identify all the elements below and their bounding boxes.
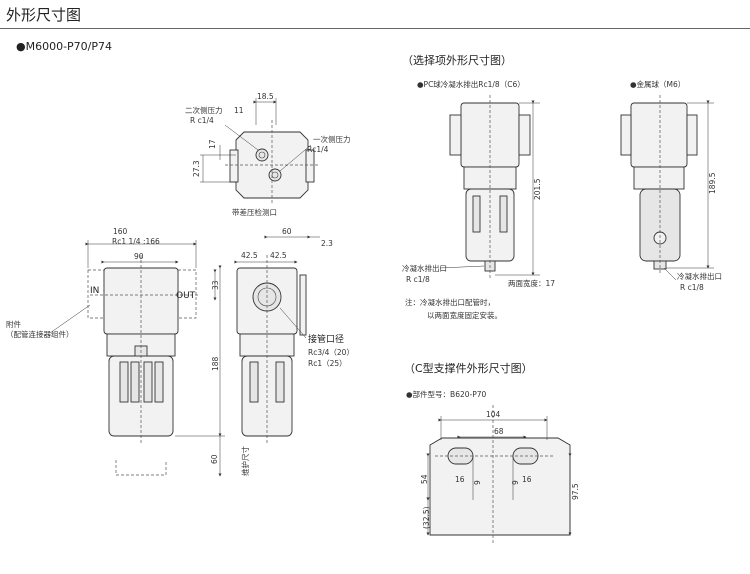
width-across: 两面宽度：17 — [508, 278, 555, 288]
top-view: 18.5 11 17 27.3 二次侧压力 R c1/4 一次侧压力 Rc1/4… — [185, 92, 351, 217]
attachment-note: （配管连接器组件） — [6, 329, 74, 339]
model-label: ●M6000-P70/P74 — [16, 40, 112, 53]
dim-54: 54 — [420, 474, 429, 484]
side-view: 60 2.3 42.5 42.5 接管口径 Rc3/4（20） Rc1（25） — [234, 227, 354, 445]
dim-33: 33 — [211, 280, 220, 290]
dim-11: 11 — [234, 106, 244, 115]
page-title: 外形尺寸图 — [6, 6, 82, 24]
pc-drain-size: R c1/8 — [406, 275, 430, 284]
dim-90: 90 — [134, 252, 144, 261]
dim-201-5: 201.5 — [533, 178, 542, 200]
title-divider — [0, 28, 750, 29]
pc-bowl-view: 201.5 冷凝水排出口 R c1/8 两面宽度：17 注：冷凝水排出口配管时，… — [402, 95, 555, 320]
note-1: 注：冷凝水排出口配管时， — [405, 297, 495, 307]
dim-2-3: 2.3 — [321, 239, 333, 248]
dim-16b: 16 — [522, 475, 532, 484]
dim-9a: 9 — [473, 480, 482, 485]
dim-17: 17 — [208, 139, 217, 149]
dim-27-3: 27.3 — [192, 160, 201, 177]
metal-drain-label: 冷凝水排出口 — [677, 271, 722, 281]
dim-16a: 16 — [455, 475, 465, 484]
dim-97-5: 97.5 — [571, 483, 580, 500]
dim-rc166: Rc1 1/4 :166 — [112, 237, 160, 246]
dim-60-maint: 60 — [210, 454, 219, 464]
dim-104: 104 — [486, 410, 501, 419]
dim-9b: 9 — [511, 480, 520, 485]
dim-42-5a: 42.5 — [241, 251, 258, 260]
attachment-label: 附件 — [6, 319, 21, 329]
bracket-view: 104 68 9 9 16 16 54 (32.5) 97.5 — [420, 405, 580, 545]
dim-32-5: (32.5) — [422, 506, 431, 529]
metal-drain-size: R c1/8 — [680, 283, 704, 292]
secondary-port-label: 二次侧压力 — [185, 105, 223, 115]
primary-port-size: Rc1/4 — [307, 145, 329, 154]
in-label: IN — [90, 286, 99, 296]
maintenance-label: 维护尺寸 — [240, 446, 250, 476]
metal-bowl-view: 189.5 冷凝水排出口 R c1/8 — [620, 95, 722, 292]
pc-drain-label: 冷凝水排出口 — [402, 263, 447, 273]
pipe-size-2: Rc1（25） — [308, 359, 347, 368]
dim-42-5b: 42.5 — [270, 251, 287, 260]
pipe-label: 接管口径 — [308, 333, 344, 345]
dim-60-side: 60 — [282, 227, 292, 236]
dim-18-5: 18.5 — [257, 92, 274, 101]
dim-188: 188 — [211, 356, 220, 371]
secondary-port-size: R c1/4 — [190, 116, 214, 125]
gauge-port-label: 带差压检测口 — [232, 207, 277, 217]
bracket-part: ●部件型号：B620-P70 — [406, 389, 487, 399]
dim-160: 160 — [113, 227, 128, 236]
metal-bowl-label: ●金属球（M6） — [630, 79, 685, 89]
bracket-title: （C型支撑件外形尺寸图） — [404, 361, 533, 375]
front-view: IN OUT 160 Rc1 1/4 :166 90 33 188 60 维护尺… — [6, 227, 250, 477]
options-title: （选择项外形尺寸图） — [402, 53, 512, 67]
dim-68: 68 — [494, 427, 504, 436]
primary-port-label: 一次侧压力 — [313, 134, 351, 144]
note-2: 以两面宽度固定安装。 — [427, 310, 502, 320]
dim-189-5: 189.5 — [708, 172, 717, 194]
out-label: OUT — [176, 291, 196, 301]
pc-bowl-label: ●PC球冷凝水排出Rc1/8（C6） — [417, 79, 525, 89]
pipe-size-1: Rc3/4（20） — [308, 348, 354, 357]
